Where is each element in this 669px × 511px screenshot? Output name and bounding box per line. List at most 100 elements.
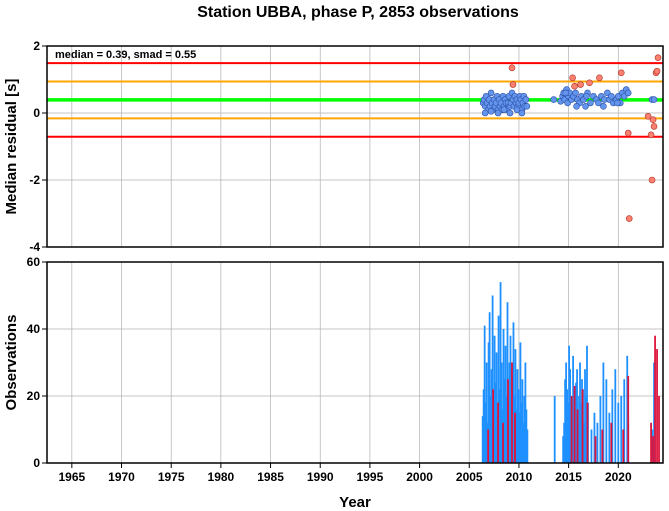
residual-point bbox=[573, 103, 580, 110]
observations-tick-label: 60 bbox=[27, 255, 41, 269]
outlier-observation-bar bbox=[650, 422, 652, 463]
observation-bar bbox=[553, 396, 556, 463]
year-tick-label: 1980 bbox=[208, 470, 235, 484]
outlier-point bbox=[596, 74, 603, 82]
observation-bar bbox=[563, 422, 566, 463]
outlier-point bbox=[654, 54, 662, 62]
observation-bar bbox=[585, 396, 587, 463]
observation-bar bbox=[578, 396, 580, 463]
observation-bar bbox=[580, 402, 582, 463]
observation-bar bbox=[519, 342, 522, 463]
observation-bar bbox=[651, 429, 653, 463]
observation-bar bbox=[500, 362, 503, 463]
observation-bar bbox=[523, 396, 526, 463]
outlier-observation-bar bbox=[511, 362, 513, 463]
chart-title: Station UBBA, phase P, 2853 observations bbox=[197, 4, 519, 21]
observation-bar bbox=[503, 379, 506, 463]
outlier-observation-bar bbox=[594, 436, 597, 463]
residual-tick-label: 0 bbox=[33, 106, 40, 120]
observation-bar bbox=[564, 379, 567, 463]
residual-point bbox=[506, 109, 514, 117]
observation-bar bbox=[505, 396, 508, 463]
observation-bar bbox=[584, 369, 586, 463]
outlier-point bbox=[509, 81, 517, 88]
year-tick-label: 2010 bbox=[506, 470, 533, 484]
outlier-observation-bar bbox=[656, 349, 658, 463]
residual-tick-label: -4 bbox=[29, 240, 40, 254]
observation-bar bbox=[590, 429, 593, 463]
observation-bar bbox=[498, 389, 501, 463]
outlier-observation-bar bbox=[514, 412, 516, 463]
observation-bar bbox=[525, 409, 528, 463]
outlier-observation-bar bbox=[652, 436, 654, 463]
outlier-observation-bar bbox=[622, 429, 625, 463]
observation-bar bbox=[522, 422, 525, 463]
year-tick-label: 1990 bbox=[307, 470, 334, 484]
outlier-observation-bar bbox=[610, 422, 613, 463]
outlier-observation-bar bbox=[586, 402, 589, 463]
observation-bar bbox=[567, 402, 570, 463]
outlier-point bbox=[653, 67, 661, 75]
observation-bar bbox=[569, 369, 572, 463]
residual-point bbox=[572, 89, 579, 97]
year-tick-label: 2020 bbox=[605, 470, 632, 484]
residual-tick-label: -2 bbox=[29, 173, 40, 187]
outlier-observation-bar bbox=[570, 396, 573, 463]
observation-bar bbox=[572, 355, 574, 463]
observation-bar bbox=[485, 362, 488, 463]
outlier-point bbox=[508, 64, 516, 72]
observation-bar bbox=[494, 382, 497, 463]
observation-bar bbox=[487, 342, 490, 463]
observation-bar bbox=[575, 382, 577, 463]
observations-frame bbox=[46, 261, 664, 464]
outlier-point bbox=[624, 129, 632, 137]
observation-bar bbox=[611, 389, 614, 463]
residual-point bbox=[562, 89, 569, 97]
outlier-point bbox=[647, 131, 655, 139]
residual-point bbox=[500, 106, 508, 113]
outlier-point bbox=[644, 113, 652, 120]
outlier-observation-bar bbox=[627, 375, 630, 463]
observations-tick-label: 0 bbox=[33, 456, 40, 470]
year-tick-label: 1995 bbox=[357, 470, 384, 484]
observation-bar bbox=[490, 369, 493, 463]
observation-bar bbox=[583, 422, 585, 463]
residual-point bbox=[624, 89, 632, 97]
outlier-observation-bar bbox=[492, 389, 495, 463]
observation-bar bbox=[509, 335, 512, 463]
residual-point bbox=[487, 89, 495, 97]
observations-y-axis-label: Observations bbox=[3, 315, 20, 411]
observation-bar bbox=[620, 396, 623, 463]
outlier-observation-bar bbox=[576, 409, 579, 463]
year-tick-label: 1975 bbox=[158, 470, 185, 484]
residual-point bbox=[487, 108, 495, 115]
outlier-observation-bar bbox=[497, 402, 499, 463]
outlier-point bbox=[569, 74, 576, 82]
residual-point bbox=[587, 99, 594, 107]
observation-bar bbox=[599, 396, 602, 463]
observation-bar bbox=[608, 412, 611, 463]
outlier-observation-bar bbox=[658, 396, 660, 463]
observation-bar bbox=[605, 379, 608, 463]
year-axis-label: Year bbox=[339, 494, 371, 511]
observation-bar bbox=[504, 345, 507, 463]
residual-point bbox=[494, 109, 502, 117]
observation-bar bbox=[482, 389, 485, 463]
residual-frame bbox=[46, 45, 664, 248]
residual-point bbox=[481, 109, 489, 117]
residual-point bbox=[523, 103, 531, 110]
observation-bar bbox=[491, 295, 494, 463]
residual-point bbox=[582, 103, 589, 110]
outlier-observation-bar bbox=[507, 379, 509, 463]
outlier-point bbox=[577, 81, 584, 88]
observation-bar bbox=[514, 349, 517, 463]
outlier-observation-bar bbox=[601, 429, 604, 463]
year-tick-label: 1985 bbox=[257, 470, 284, 484]
observation-bar bbox=[565, 362, 568, 463]
observation-bar bbox=[512, 322, 515, 463]
residual-tick-label: 2 bbox=[33, 39, 40, 53]
outlier-point bbox=[571, 82, 578, 90]
observation-bar bbox=[516, 369, 519, 463]
